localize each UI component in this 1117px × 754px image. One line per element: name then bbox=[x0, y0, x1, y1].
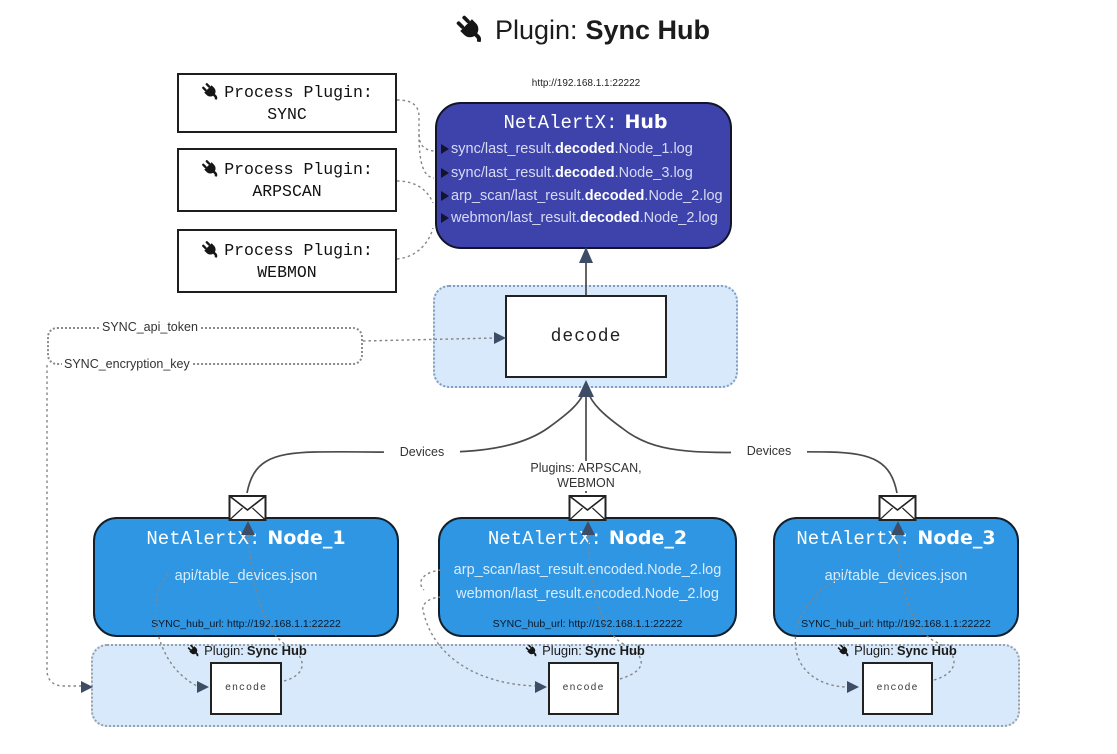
encode-plugin-name: Sync Hub bbox=[246, 643, 307, 658]
node-file: api/table_devices.json bbox=[174, 568, 318, 584]
log-pre: arp_scan/last_result. bbox=[451, 188, 585, 204]
encode-box-node1: encode bbox=[210, 662, 282, 715]
hub-title-prefix: NetAlertX: bbox=[503, 112, 618, 134]
process-plugin-name: ARPSCAN bbox=[252, 182, 322, 201]
process-plugin-box-sync: Process Plugin: SYNC bbox=[177, 73, 397, 133]
process-plugin-label: Process Plugin: bbox=[224, 82, 373, 102]
log-bold: decoded bbox=[554, 141, 615, 157]
arrow-right-icon bbox=[441, 191, 449, 201]
node-file: api/table_devices.json bbox=[824, 568, 968, 584]
process-plugin-name: WEBMON bbox=[257, 263, 317, 282]
log-post: .Node_1.log bbox=[614, 141, 693, 157]
sync-encryption-key-label: SYNC_encryption_key bbox=[62, 357, 192, 372]
log-bold: decoded bbox=[554, 165, 615, 181]
edge-webmon-to-log4 bbox=[396, 227, 434, 260]
envelope-icon-node2 bbox=[568, 495, 607, 521]
hub-title: NetAlertX: Hub bbox=[441, 111, 730, 134]
plug-icon bbox=[525, 644, 537, 656]
node-title-name: Node_2 bbox=[608, 527, 688, 549]
process-plugin-box-webmon: Process Plugin: WEBMON bbox=[177, 229, 397, 293]
process-plugin-label: Process Plugin: bbox=[224, 240, 373, 260]
node-title: NetAlertX: Node_1 bbox=[95, 527, 397, 550]
node-title: NetAlertX: Node_2 bbox=[440, 527, 735, 550]
envelope-icon-node1 bbox=[228, 495, 267, 521]
edge-sync-to-log1 bbox=[396, 99, 435, 152]
edge-sync-to-log2 bbox=[418, 133, 435, 179]
encode-plugin-name: Sync Hub bbox=[896, 643, 957, 658]
encode-plugin-prefix: Plugin: bbox=[542, 643, 582, 658]
log-post: .Node_3.log bbox=[614, 165, 693, 181]
plug-icon bbox=[202, 160, 218, 177]
hub-log-row: webmon/last_result.decoded.Node_2.log bbox=[441, 207, 730, 229]
encode-plugin-label-node3: Plugin: Sync Hub bbox=[827, 643, 967, 658]
node-hub-url: SYNC_hub_url: http://192.168.1.1:22222 bbox=[801, 618, 991, 630]
edge-settings-to-bottom-panel bbox=[46, 365, 82, 687]
encode-plugin-prefix: Plugin: bbox=[204, 643, 244, 658]
devices-label-right: Devices bbox=[731, 444, 807, 459]
node-title: NetAlertX: Node_3 bbox=[775, 527, 1017, 550]
arrow-right-icon bbox=[441, 213, 449, 223]
encode-box-node2: encode bbox=[548, 662, 619, 715]
encode-box-node3: encode bbox=[862, 662, 933, 715]
edge-arpscan-to-log3 bbox=[396, 180, 434, 204]
node-file: arp_scan/last_result.encoded.Node_2.log bbox=[453, 562, 722, 578]
hub-title-name: Hub bbox=[624, 111, 668, 133]
node-title-name: Node_1 bbox=[267, 527, 346, 549]
hub-log-row: arp_scan/last_result.decoded.Node_2.log bbox=[441, 185, 730, 207]
hub-log-row: sync/last_result.decoded.Node_1.log bbox=[441, 137, 730, 161]
process-plugin-label: Process Plugin: bbox=[224, 159, 373, 179]
hub-box: NetAlertX: Hub sync/last_result.decoded.… bbox=[435, 102, 732, 249]
log-bold: decoded bbox=[579, 210, 640, 226]
devices-label-left: Devices bbox=[384, 445, 460, 460]
node-file: webmon/last_result.encoded.Node_2.log bbox=[456, 586, 719, 602]
encode-plugin-prefix: Plugin: bbox=[854, 643, 894, 658]
log-pre: webmon/last_result. bbox=[451, 210, 580, 226]
node-hub-url: SYNC_hub_url: http://192.168.1.1:22222 bbox=[151, 618, 341, 630]
log-pre: sync/last_result. bbox=[451, 165, 555, 181]
node-title-name: Node_3 bbox=[917, 527, 996, 549]
envelope-icon-node3 bbox=[878, 495, 917, 521]
node-title-prefix: NetAlertX: bbox=[146, 528, 261, 550]
plug-icon bbox=[837, 644, 849, 656]
log-post: .Node_2.log bbox=[644, 188, 723, 204]
node-title-prefix: NetAlertX: bbox=[796, 528, 911, 550]
hub-log-row: sync/last_result.decoded.Node_3.log bbox=[441, 161, 730, 185]
decode-box: decode bbox=[505, 295, 667, 378]
plug-icon bbox=[456, 15, 482, 43]
settings-bracket bbox=[47, 327, 363, 365]
plugins-label: Plugins: ARPSCAN, WEBMON bbox=[500, 461, 672, 491]
node-title-prefix: NetAlertX: bbox=[487, 528, 602, 550]
page-title: Plugin: Sync Hub bbox=[24, 14, 1117, 46]
encode-plugin-label-node2: Plugin: Sync Hub bbox=[515, 643, 655, 658]
arrow-right-icon bbox=[441, 144, 449, 154]
encode-plugin-name: Sync Hub bbox=[584, 643, 645, 658]
plug-icon bbox=[202, 241, 218, 258]
arrowhead-into-hub bbox=[579, 247, 593, 263]
log-pre: sync/last_result. bbox=[451, 141, 555, 157]
node-box-node1: NetAlertX: Node_1 api/table_devices.json… bbox=[93, 517, 399, 637]
plug-icon bbox=[187, 644, 199, 656]
arrow-right-icon bbox=[441, 168, 449, 178]
process-plugin-name: SYNC bbox=[267, 105, 307, 124]
process-plugin-box-arpscan: Process Plugin: ARPSCAN bbox=[177, 148, 397, 212]
log-bold: decoded bbox=[584, 188, 645, 204]
plug-icon bbox=[202, 83, 218, 100]
log-post: .Node_2.log bbox=[639, 210, 718, 226]
node-box-node3: NetAlertX: Node_3 api/table_devices.json… bbox=[773, 517, 1019, 637]
page-title-name: Sync Hub bbox=[585, 14, 711, 45]
page-title-prefix: Plugin: bbox=[494, 14, 578, 45]
encode-plugin-label-node1: Plugin: Sync Hub bbox=[177, 643, 317, 658]
hub-url-label: http://192.168.1.1:22222 bbox=[531, 78, 641, 89]
sync-api-token-label: SYNC_api_token bbox=[100, 320, 200, 335]
node-hub-url: SYNC_hub_url: http://192.168.1.1:22222 bbox=[492, 618, 683, 630]
node-box-node2: NetAlertX: Node_2 arp_scan/last_result.e… bbox=[438, 517, 737, 637]
